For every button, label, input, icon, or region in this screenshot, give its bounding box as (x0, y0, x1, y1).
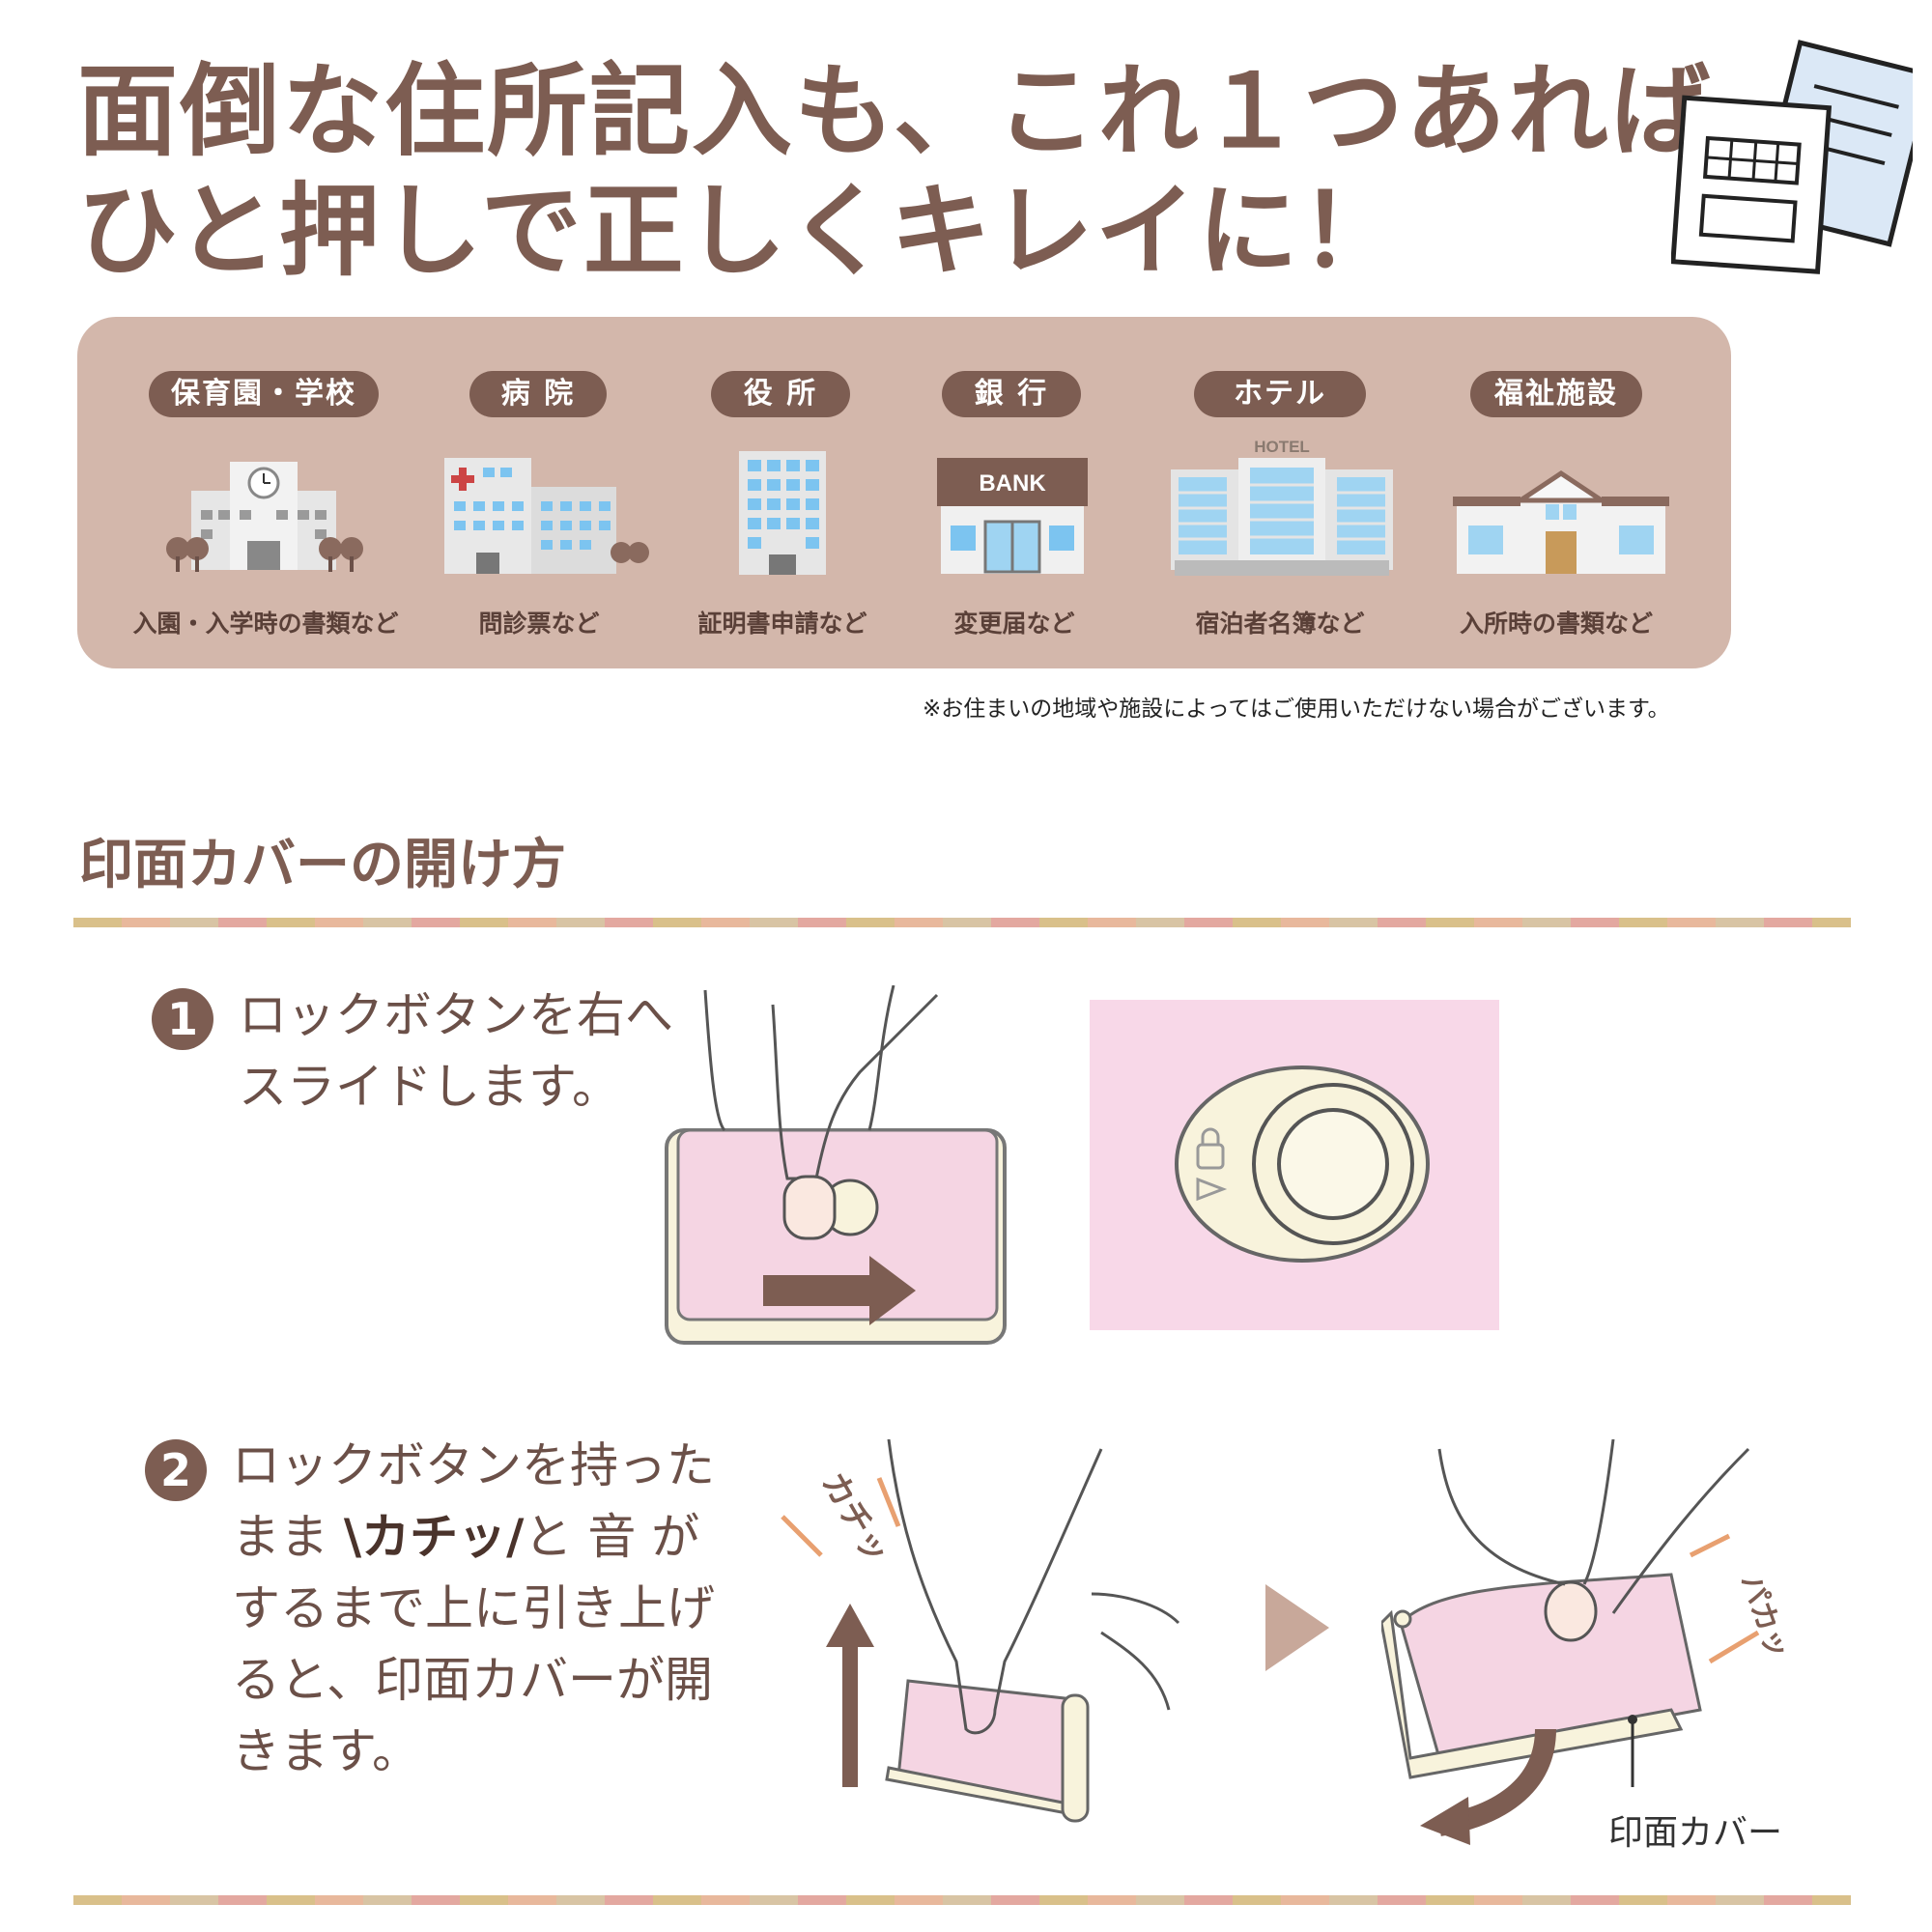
facility-label-welfare: 福祉施設 (1470, 371, 1642, 417)
facility-caption-bank: 変更届など (953, 610, 1075, 638)
facility-caption-city-office: 証明書申請など (697, 610, 867, 638)
step-2-number: 2 (145, 1439, 207, 1501)
facility-caption-hotel: 宿泊者名簿など (1195, 610, 1365, 638)
next-triangle-icon (1265, 1584, 1329, 1671)
lock-button-detail (1090, 1000, 1499, 1330)
step-1-text: ロックボタンを右へ スライドします。 (239, 980, 673, 1122)
facility-label-hotel: ホテル (1194, 371, 1366, 417)
section-title: 印面カバーの開け方 (79, 834, 566, 896)
facility-panel: 保育園・学校 病 院 役 所 銀 行 ホテル 福祉施設 (77, 317, 1731, 668)
welfare-facility-icon (1453, 469, 1669, 574)
facility-label-bank: 銀 行 (942, 371, 1081, 417)
facility-caption-school: 入園・入学時の書類など (132, 610, 399, 638)
facility-label-hospital: 病 院 (469, 371, 607, 417)
documents-icon (1671, 40, 1913, 274)
step-1-number: 1 (152, 988, 213, 1050)
step-1-line-1: ロックボタンを右へ (239, 987, 673, 1043)
click-sfx: カチッ (813, 1465, 896, 1570)
city-office-icon (739, 451, 826, 575)
facility-label-city-office: 役 所 (711, 371, 850, 417)
section-divider-top (73, 918, 1851, 927)
click-sound-text: カチッ (361, 1509, 507, 1565)
headline-line-2: ひと押しで正しくキレイに！ (77, 172, 1403, 290)
school-icon (166, 462, 363, 572)
slide-arrow-icon (1196, 1177, 1228, 1202)
hotel-sign: HOTEL (1254, 438, 1310, 456)
usage-note: ※お住まいの地域や施設によってはご使用いただけない場合がございます。 (923, 696, 1670, 722)
step-2-line-3: するまで上に引き上げ (232, 1580, 715, 1636)
step-2-line-4: ると、印面カバーが開 (232, 1652, 713, 1708)
facility-label-school: 保育園・学校 (149, 371, 379, 417)
step-2-line-2: まま \カチッ/と 音 が (232, 1509, 700, 1565)
facility-caption-welfare: 入所時の書類など (1459, 610, 1653, 638)
lock-icon (1196, 1127, 1225, 1170)
step-2-text: ロックボタンを持った まま \カチッ/と 音 が するまで上に引き上げ ると、印… (232, 1430, 715, 1787)
facility-caption-hospital: 問診票など (478, 610, 600, 638)
pop-sfx: パカッ (1733, 1570, 1795, 1663)
bank-icon: BANK (937, 458, 1088, 574)
bank-sign: BANK (979, 470, 1046, 497)
step-1-line-2: スライドします。 (239, 1059, 620, 1115)
pull-up-illustration: カチッ (781, 1439, 1180, 1823)
cover-label: 印面カバー (1608, 1813, 1783, 1853)
step-2-line-1: ロックボタンを持った (232, 1437, 715, 1493)
step-2-line-5: きます。 (232, 1723, 420, 1779)
headline-line-1: 面倒な住所記入も、これ１つあれば (77, 52, 1713, 170)
cover-open-illustration: パカッ (1381, 1439, 1795, 1845)
slide-lock-illustration (665, 985, 1007, 1345)
hotel-icon: HOTEL (1171, 438, 1393, 576)
section-divider-bottom (73, 1895, 1851, 1905)
hospital-icon (444, 458, 649, 574)
